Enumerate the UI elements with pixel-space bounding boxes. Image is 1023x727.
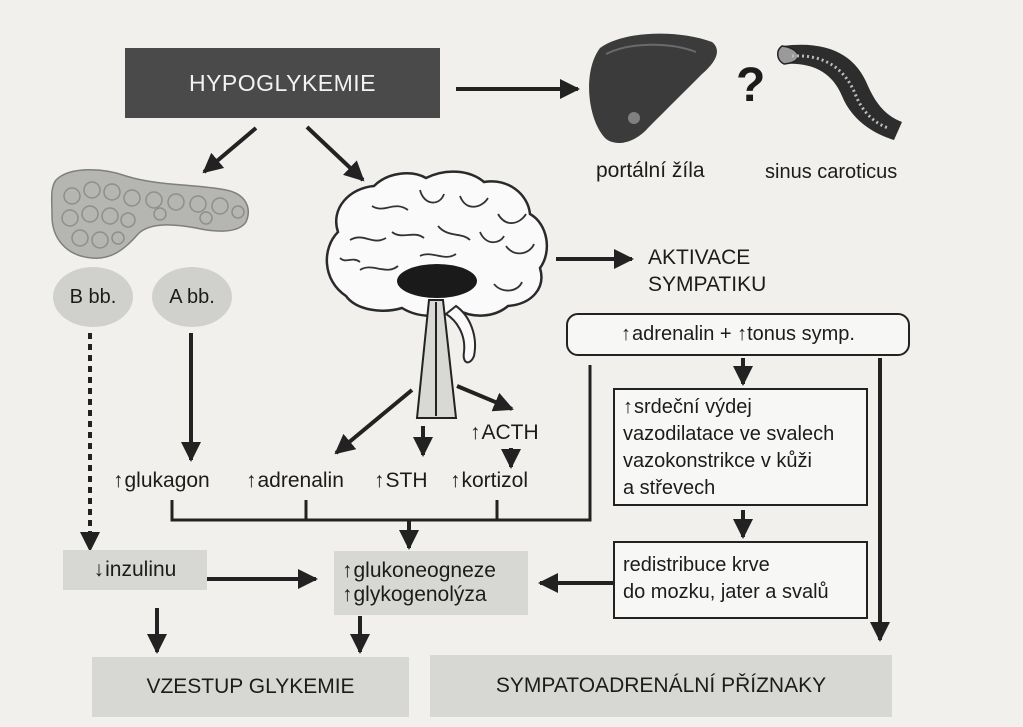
- adrenalin-label: adrenalin: [246, 468, 344, 493]
- sympathetic-box: adrenalin + ↑tonus symp.: [566, 313, 910, 356]
- glukagon-label: glukagon: [113, 468, 210, 493]
- redistribution-line-1: redistribuce krve: [623, 554, 770, 576]
- question-mark: ?: [736, 59, 766, 112]
- cardio-effect-2: vazodilatace ve svalech: [623, 423, 835, 445]
- carotid-sinus-icon: [777, 44, 902, 140]
- b-cells-label: B bb.: [69, 285, 117, 308]
- sympathetic-activation-line1: AKTIVACE: [648, 246, 751, 269]
- cardio-effect-1: srdeční výdej: [623, 394, 858, 421]
- collector-line: [170, 365, 592, 522]
- arrow-to-pancreas: [202, 126, 258, 174]
- a-cells-bubble: A bb.: [152, 267, 232, 327]
- sympathoadrenal-symptoms-box: SYMPATOADRENÁLNÍ PŘÍZNAKY: [430, 655, 892, 717]
- portal-vein-label: portální žíla: [596, 159, 705, 182]
- b-cells-bubble: B bb.: [53, 267, 133, 327]
- acth-label: ACTH: [470, 420, 539, 445]
- sympathetic-box-text: adrenalin + ↑tonus symp.: [621, 323, 855, 346]
- glucose-production-box: glukoneogneze glykogenolýza: [334, 551, 528, 615]
- insulin-label: inzulinu: [94, 558, 176, 582]
- glycemia-rise-label: VZESTUP GLYKEMIE: [146, 675, 355, 698]
- a-cells-label: A bb.: [169, 285, 215, 308]
- insulin-box: inzulinu: [63, 550, 207, 590]
- arrow-to-acth: [456, 384, 514, 412]
- redistribution-box: redistribuce krve do mozku, jater a sval…: [613, 541, 868, 619]
- liver-icon: [589, 33, 717, 143]
- cardio-effect-4: a střevech: [623, 477, 716, 499]
- carotid-sinus-label: sinus caroticus: [765, 161, 898, 183]
- pancreas-icon: [50, 169, 249, 259]
- cardio-effects-box: srdeční výdej vazodilatace ve svalech va…: [613, 388, 868, 506]
- sth-label: STH: [374, 468, 428, 493]
- glycogenolysis-label: glykogenolýza: [342, 583, 487, 607]
- arrow-to-adrenalin: [334, 388, 414, 455]
- brain-icon: [325, 170, 548, 419]
- cardio-effect-3: vazokonstrikce v kůži: [623, 450, 812, 472]
- kortizol-label: kortizol: [450, 468, 529, 493]
- hypoglycemia-title: HYPOGLYKEMIE: [125, 48, 440, 118]
- redistribution-line-2: do mozku, jater a svalů: [623, 581, 829, 603]
- gluconeogenesis-label: glukoneogneze: [342, 559, 496, 583]
- glycemia-rise-box: VZESTUP GLYKEMIE: [92, 657, 409, 717]
- arrow-to-brain: [305, 125, 365, 182]
- sympathetic-activation-line2: SYMPATIKU: [648, 273, 767, 296]
- sympathoadrenal-symptoms-label: SYMPATOADRENÁLNÍ PŘÍZNAKY: [495, 674, 827, 697]
- arrows: [80, 79, 890, 654]
